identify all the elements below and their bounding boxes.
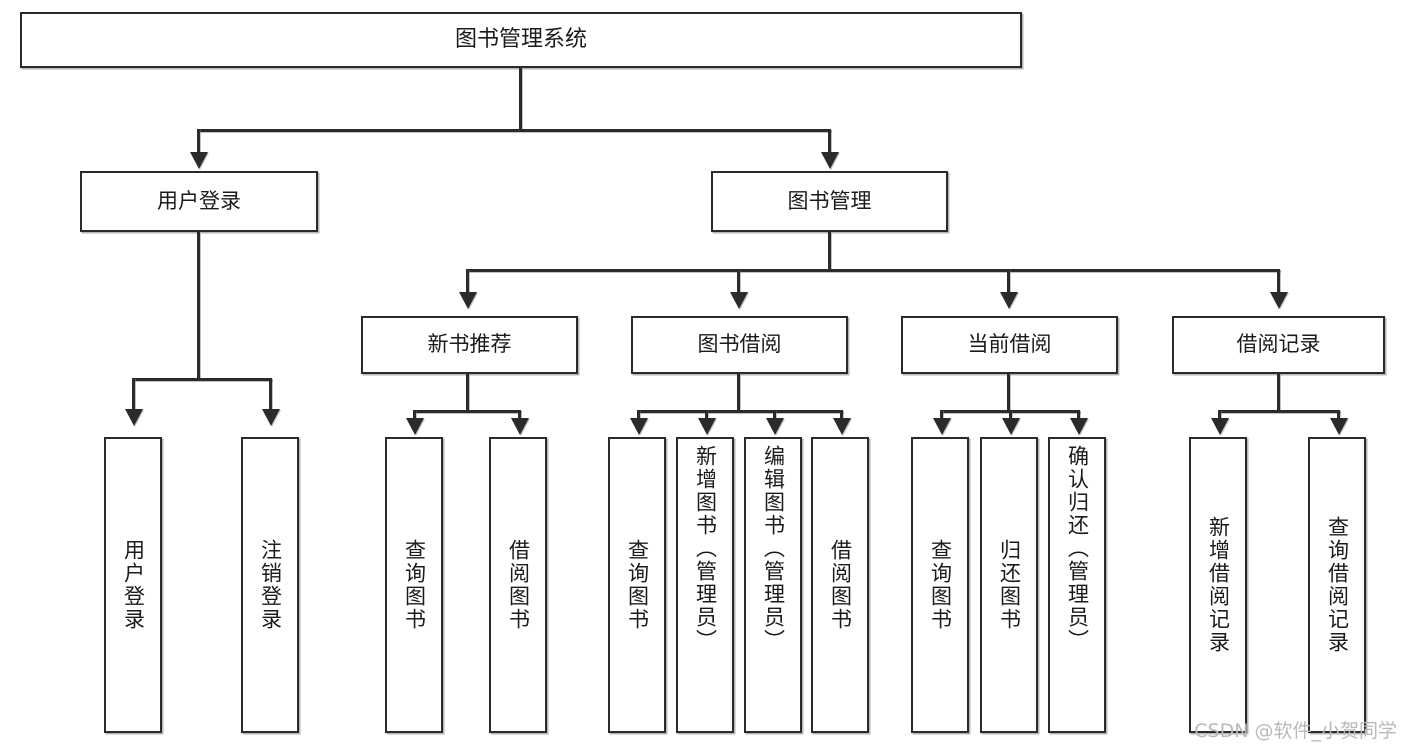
arrowhead-borrow-record-leaf-2: [1330, 418, 1348, 435]
leaf-book-borrow-add-book-admin[interactable]: 新增图书（管理员）: [676, 437, 734, 733]
node-label: 借阅图书: [506, 539, 531, 631]
connector-user-login-bus: [132, 378, 272, 381]
arrowhead-new-book-leaf-2: [511, 418, 529, 435]
connector-root-bus: [197, 129, 831, 132]
connector-bm-to-new-book: [466, 269, 469, 295]
node-label: 归还图书: [997, 539, 1022, 631]
node-label: 借阅图书: [828, 539, 853, 631]
arrowhead-bm-to-current-borrow: [1000, 292, 1018, 309]
node-new-book-recommend[interactable]: 新书推荐: [361, 316, 578, 374]
arrowhead-bm-to-book-borrow: [730, 292, 748, 309]
node-label: 新增借阅记录: [1206, 516, 1231, 654]
connector-borrow-record-bus: [1218, 410, 1340, 413]
connector-user-login-to-leaf-2: [269, 378, 272, 411]
node-label: 注销登录: [258, 539, 283, 631]
connector-current-borrow-leaf-2: [1009, 410, 1012, 420]
arrowhead-book-borrow-leaf-2: [698, 418, 716, 435]
connector-root-stem: [519, 68, 522, 131]
connector-bm-to-book-borrow: [737, 269, 740, 295]
connector-book-borrow-leaf-1: [637, 410, 640, 420]
node-label: 用户登录: [121, 539, 146, 631]
connector-current-borrow-leaf-3: [1077, 410, 1080, 420]
arrowhead-root-to-book-management: [821, 152, 839, 169]
node-root-book-management-system[interactable]: 图书管理系统: [20, 12, 1022, 68]
node-label: 图书借阅: [697, 332, 782, 357]
arrowhead-current-borrow-leaf-1: [933, 418, 951, 435]
arrowhead-root-to-user-login: [190, 152, 208, 169]
connector-new-book-leaf-2: [518, 410, 521, 420]
connector-bm-to-current-borrow: [1007, 269, 1010, 295]
connector-book-borrow-leaf-3: [773, 410, 776, 420]
arrowhead-user-login-leaf-1: [125, 409, 143, 426]
node-label: 当前借阅: [967, 332, 1052, 357]
arrowhead-book-borrow-leaf-3: [766, 418, 784, 435]
connector-book-borrow-leaf-4: [840, 410, 843, 420]
connector-borrow-record-leaf-2: [1337, 410, 1340, 420]
node-current-borrow[interactable]: 当前借阅: [901, 316, 1118, 374]
leaf-current-borrow-query-book[interactable]: 查询图书: [911, 437, 969, 733]
leaf-borrow-record-add-record[interactable]: 新增借阅记录: [1189, 437, 1247, 733]
leaf-new-book-borrow-book[interactable]: 借阅图书: [489, 437, 547, 733]
node-label: 查询借阅记录: [1325, 516, 1350, 654]
node-label: 查询图书: [928, 539, 953, 631]
node-label: 借阅记录: [1236, 332, 1321, 357]
arrowhead-user-login-leaf-2: [262, 409, 280, 426]
connector-book-borrow-bus: [637, 410, 843, 413]
leaf-book-borrow-edit-book-admin[interactable]: 编辑图书（管理员）: [744, 437, 802, 733]
connector-bm-to-borrow-record: [1277, 269, 1280, 295]
leaf-new-book-query-book[interactable]: 查询图书: [385, 437, 443, 733]
connector-new-book-stem: [466, 374, 469, 412]
arrowhead-book-borrow-leaf-1: [630, 418, 648, 435]
leaf-user-login-login[interactable]: 用户登录: [104, 437, 162, 733]
node-label: 编辑图书（管理员）: [761, 445, 786, 652]
node-label: 确认归还（管理员）: [1065, 445, 1090, 652]
connector-new-book-bus: [413, 410, 521, 413]
connector-borrow-record-stem: [1277, 374, 1280, 412]
node-book-borrow[interactable]: 图书借阅: [631, 316, 848, 374]
node-label: 新书推荐: [427, 332, 512, 357]
connector-book-management-bus: [466, 269, 1280, 272]
leaf-borrow-record-query-record[interactable]: 查询借阅记录: [1308, 437, 1366, 733]
connector-current-borrow-stem: [1007, 374, 1010, 412]
node-user-login[interactable]: 用户登录: [80, 171, 318, 232]
node-label: 新增图书（管理员）: [693, 445, 718, 652]
connector-book-borrow-leaf-2: [705, 410, 708, 420]
connector-root-to-user-login: [197, 129, 200, 155]
arrowhead-bm-to-new-book: [459, 292, 477, 309]
connector-borrow-record-leaf-1: [1218, 410, 1221, 420]
connector-book-management-stem: [828, 232, 831, 271]
node-label: 用户登录: [157, 188, 241, 213]
connector-book-borrow-stem: [737, 374, 740, 412]
connector-user-login-stem: [197, 232, 200, 380]
node-label: 图书管理系统: [454, 26, 587, 52]
arrowhead-borrow-record-leaf-1: [1211, 418, 1229, 435]
arrowhead-current-borrow-leaf-2: [1002, 418, 1020, 435]
node-book-management[interactable]: 图书管理: [711, 171, 948, 232]
connector-new-book-leaf-1: [413, 410, 416, 420]
node-borrow-record[interactable]: 借阅记录: [1172, 316, 1385, 374]
node-label: 查询图书: [625, 539, 650, 631]
connector-root-to-book-management: [828, 129, 831, 155]
arrowhead-current-borrow-leaf-3: [1070, 418, 1088, 435]
node-label: 图书管理: [787, 188, 872, 213]
arrowhead-book-borrow-leaf-4: [833, 418, 851, 435]
node-label: 查询图书: [402, 539, 427, 631]
leaf-user-login-logout[interactable]: 注销登录: [241, 437, 299, 733]
connector-user-login-to-leaf-1: [132, 378, 135, 411]
leaf-current-borrow-confirm-return-admin[interactable]: 确认归还（管理员）: [1048, 437, 1106, 733]
connector-current-borrow-leaf-1: [940, 410, 943, 420]
arrowhead-new-book-leaf-1: [406, 418, 424, 435]
leaf-book-borrow-query-book[interactable]: 查询图书: [608, 437, 666, 733]
leaf-current-borrow-return-book[interactable]: 归还图书: [980, 437, 1038, 733]
arrowhead-bm-to-borrow-record: [1270, 292, 1288, 309]
leaf-book-borrow-borrow-book[interactable]: 借阅图书: [811, 437, 869, 733]
